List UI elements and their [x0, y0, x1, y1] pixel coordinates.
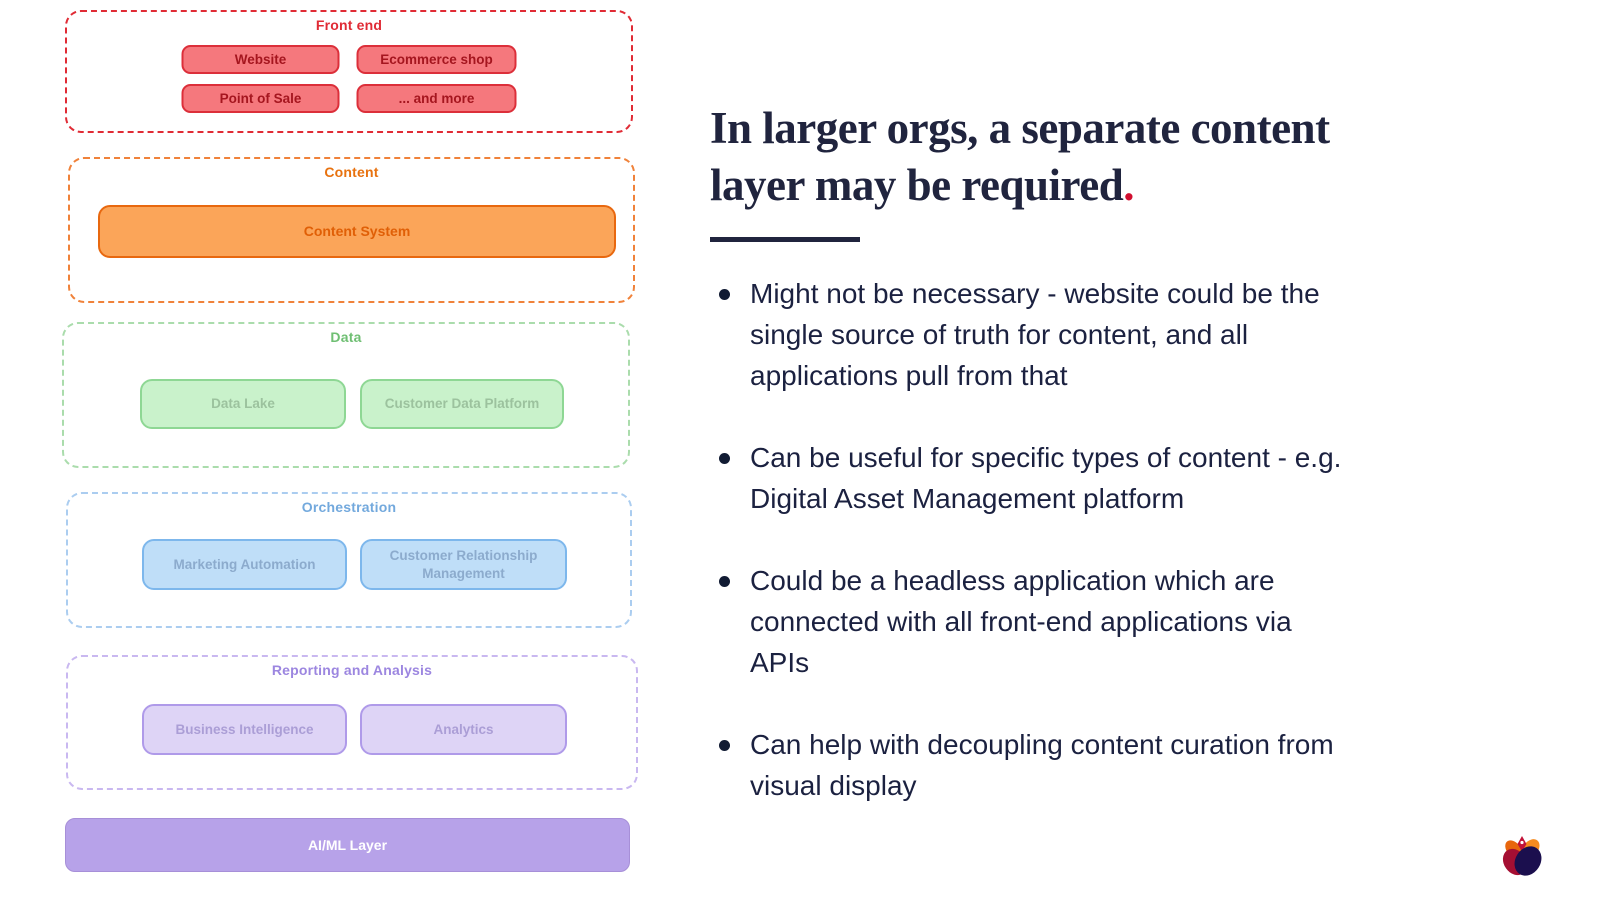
bullet-item: Can be useful for specific types of cont… — [710, 438, 1430, 519]
box-data-lake: Data Lake — [140, 379, 346, 429]
layer-label: Content — [324, 164, 379, 180]
box-ecommerce-shop: Ecommerce shop — [356, 45, 517, 74]
box-point-of-sale: Point of Sale — [181, 84, 340, 113]
layer-orchestration: Orchestration Marketing Automation Custo… — [66, 492, 632, 628]
slide-title: In larger orgs, a separate content layer… — [710, 100, 1466, 213]
box-marketing-automation: Marketing Automation — [142, 539, 347, 590]
box-analytics: Analytics — [360, 704, 567, 755]
box-customer-data-platform: Customer Data Platform — [360, 379, 564, 429]
title-line2: layer may be required — [710, 159, 1124, 210]
box-business-intelligence: Business Intelligence — [142, 704, 347, 755]
layer-label: Reporting and Analysis — [271, 662, 433, 678]
layer-data: Data Data Lake Customer Data Platform — [62, 322, 630, 468]
bullet-dot — [719, 576, 730, 588]
layer-label: Front end — [315, 17, 383, 33]
content-panel: In larger orgs, a separate content layer… — [710, 100, 1466, 806]
bullet-text: Can be useful for specific types of cont… — [750, 442, 1342, 514]
box-website: Website — [181, 45, 340, 74]
front-end-grid: Website Ecommerce shop Point of Sale ...… — [181, 45, 517, 113]
layer-front-end: Front end Website Ecommerce shop Point o… — [65, 10, 633, 133]
title-line1: In larger orgs, a separate content — [710, 103, 1330, 153]
bullet-text: Might not be necessary - website could b… — [750, 278, 1320, 391]
title-underline — [710, 237, 860, 243]
layer-reporting-and-analysis: Reporting and Analysis Business Intellig… — [66, 655, 638, 790]
bullet-item: Can help with decoupling content curatio… — [710, 725, 1430, 806]
ai-ml-layer-bar: AI/ML Layer — [65, 818, 630, 872]
bullet-list: Might not be necessary - website could b… — [710, 274, 1430, 806]
bullet-text: Can help with decoupling content curatio… — [750, 729, 1334, 801]
bullet-item: Might not be necessary - website could b… — [710, 274, 1430, 396]
layer-content: Content Content System — [68, 157, 635, 303]
bullet-text: Could be a headless application which ar… — [750, 565, 1292, 678]
bullet-dot — [719, 453, 730, 465]
bullet-dot — [719, 740, 730, 752]
lotus-logo-icon — [1498, 833, 1546, 881]
box-crm: Customer Relationship Management — [360, 539, 567, 590]
bullet-dot — [719, 289, 730, 301]
layer-label: Orchestration — [301, 499, 397, 515]
title-period: . — [1123, 159, 1134, 210]
bullet-item: Could be a headless application which ar… — [710, 561, 1430, 683]
layer-label: Data — [330, 329, 362, 345]
box-and-more: ... and more — [356, 84, 517, 113]
box-content-system: Content System — [98, 205, 616, 258]
